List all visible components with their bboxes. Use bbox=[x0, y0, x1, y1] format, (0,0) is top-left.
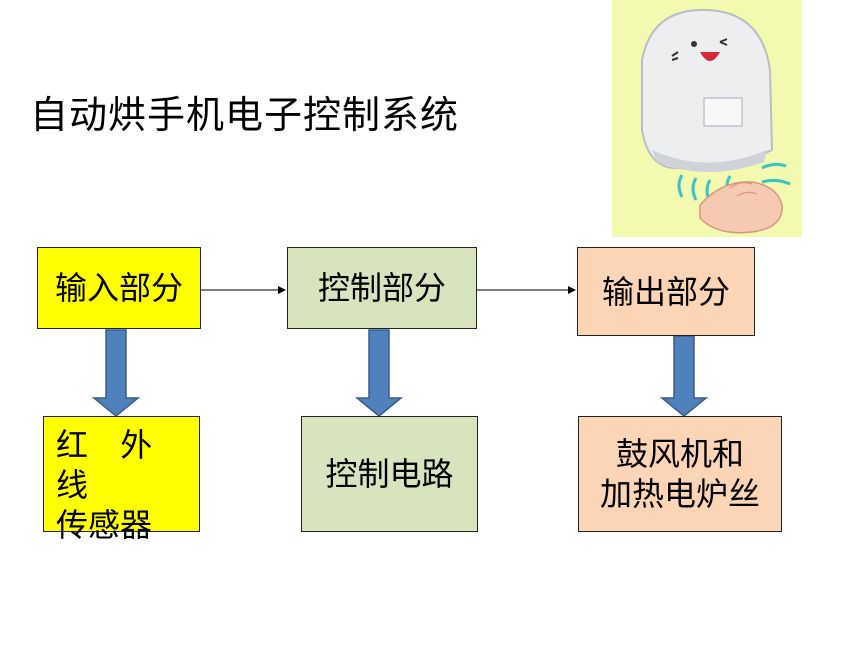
down-arrow-output bbox=[659, 335, 709, 417]
output-section-box: 输出部分 bbox=[577, 247, 755, 336]
down-arrow-control bbox=[354, 329, 404, 417]
hand-dryer-illustration bbox=[612, 0, 802, 237]
blower-label-line1: 鼓风机和 bbox=[615, 435, 744, 473]
blower-label-line2: 加热电炉丝 bbox=[599, 475, 760, 513]
input-section-box: 输入部分 bbox=[37, 247, 201, 329]
blower-heater-box: 鼓风机和 加热电炉丝 bbox=[578, 416, 782, 532]
input-section-label: 输入部分 bbox=[54, 269, 183, 307]
infrared-sensor-box: 红 外 线 传感器 bbox=[43, 416, 200, 544]
sensor-label-line1: 红 外 线 bbox=[56, 426, 164, 504]
control-section-box: 控制部分 bbox=[287, 247, 477, 329]
circuit-label: 控制电路 bbox=[325, 455, 454, 493]
page-title: 自动烘手机电子控制系统 bbox=[30, 93, 460, 137]
control-section-label: 控制部分 bbox=[317, 269, 446, 307]
down-arrow-input bbox=[91, 329, 141, 417]
control-circuit-box: 控制电路 bbox=[301, 416, 478, 532]
sensor-label-line2: 传感器 bbox=[56, 506, 153, 544]
output-section-label: 输出部分 bbox=[601, 272, 730, 311]
